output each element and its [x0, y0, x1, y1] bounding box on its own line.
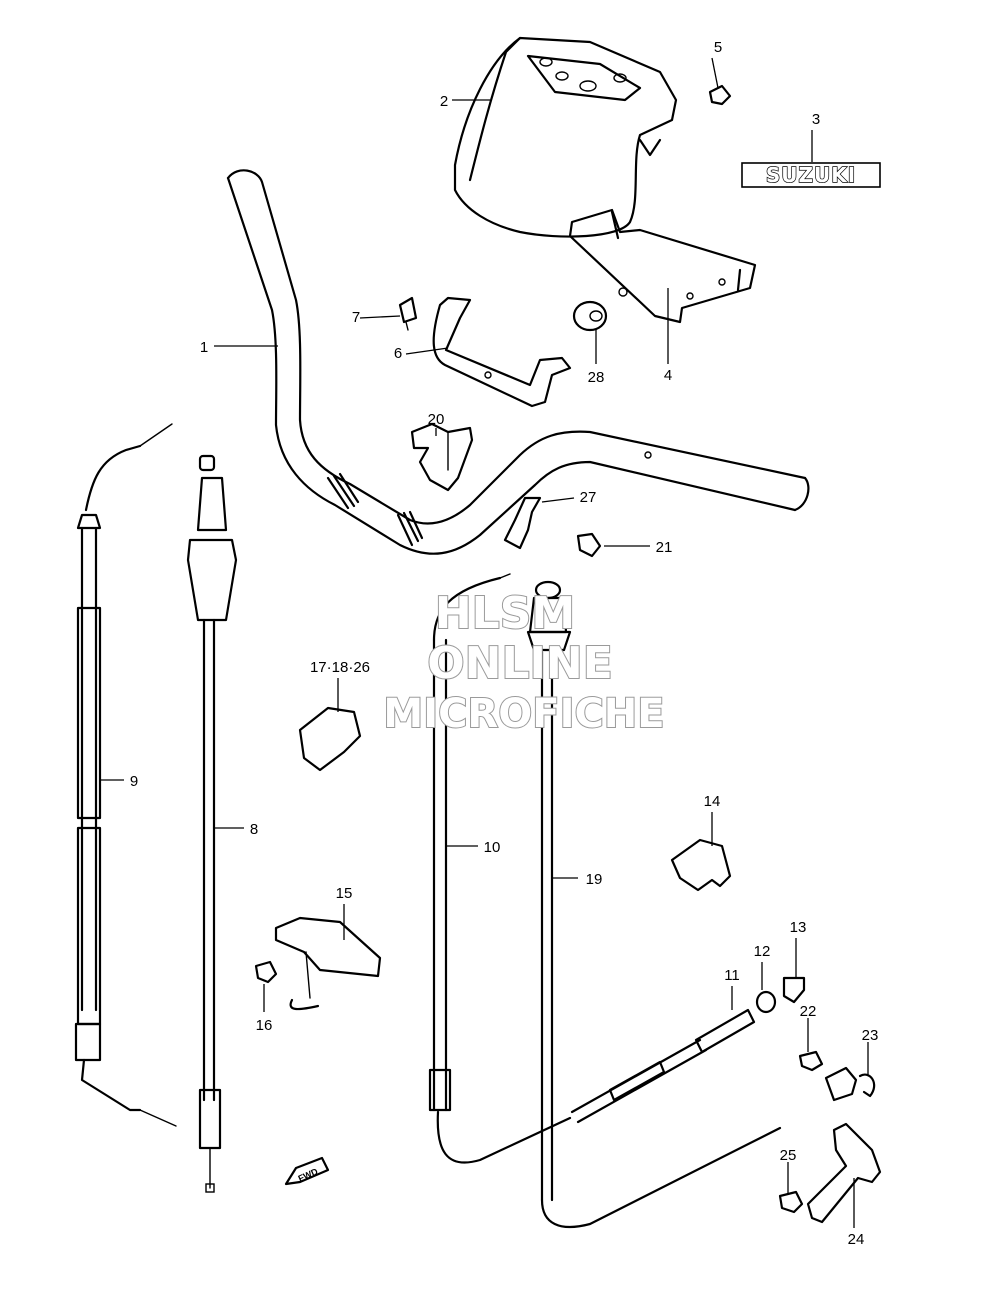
nut-5	[708, 84, 732, 106]
pin-22	[798, 1050, 824, 1072]
callout-16: 16	[256, 1017, 273, 1034]
callout-12: 12	[754, 943, 771, 960]
callout-19: 19	[586, 871, 603, 888]
callout-13: 13	[790, 919, 807, 936]
callout-10: 10	[484, 839, 501, 856]
suzuki-logo-text: SUZUKI	[766, 163, 856, 187]
cable-9	[74, 423, 177, 1127]
cable-joint	[824, 1066, 858, 1102]
callout-2: 2	[440, 93, 448, 110]
spring-cable	[570, 1008, 756, 1124]
clamp-17	[298, 706, 362, 772]
clip-23	[858, 1073, 876, 1098]
cable-guide	[274, 916, 382, 1011]
callout-17-18-26: 17·18·26	[310, 659, 370, 676]
cable-10	[428, 573, 572, 1164]
grommet	[572, 300, 608, 332]
callout-4: 4	[664, 367, 672, 384]
callout-28: 28	[588, 369, 605, 386]
callout-20: 20	[428, 411, 445, 428]
watermark: HLSM ONLINE MICROFICHE	[382, 587, 665, 738]
callout-15: 15	[336, 885, 353, 902]
callout-7: 7	[352, 309, 360, 326]
callout-24: 24	[848, 1231, 865, 1248]
collar-12	[755, 990, 777, 1014]
bolt-21	[576, 532, 602, 558]
watermark-line3: MICROFICHE	[383, 691, 664, 737]
suzuki-emblem: SUZUKI	[741, 162, 881, 188]
bolt-25	[778, 1190, 804, 1214]
callout-5: 5	[714, 39, 722, 56]
screw-7	[398, 296, 418, 331]
callout-21: 21	[656, 539, 673, 556]
choke-cable	[526, 580, 782, 1229]
fwd-arrow: FWD	[284, 1156, 330, 1186]
holder-clip	[410, 422, 474, 492]
fwd-label: FWD	[297, 1166, 320, 1184]
clamp-14	[670, 838, 732, 892]
callout-1: 1	[200, 339, 208, 356]
callout-27: 27	[580, 489, 597, 506]
watermark-line2: ONLINE	[427, 638, 613, 689]
callout-23: 23	[862, 1027, 879, 1044]
lower-bracket	[432, 296, 572, 408]
callout-25: 25	[780, 1147, 797, 1164]
callouts: 1 2 3 4 5 6 7 8 9 10 11 12 13 14 15 16 1…	[130, 39, 879, 1248]
pin-13	[782, 976, 806, 1004]
callout-22: 22	[800, 1003, 817, 1020]
cable-8	[186, 454, 238, 1193]
callout-14: 14	[704, 793, 721, 810]
lever-24	[806, 1122, 882, 1224]
callout-9: 9	[130, 773, 138, 790]
holder-27	[503, 496, 542, 550]
callout-11: 11	[724, 967, 740, 984]
callout-8: 8	[250, 821, 258, 838]
handlebar-cover	[453, 36, 678, 238]
cover-bracket	[568, 208, 757, 324]
bolt-16	[254, 960, 278, 984]
handlebar	[226, 169, 810, 555]
callout-3: 3	[812, 111, 820, 128]
callout-6: 6	[394, 345, 402, 362]
leader-lines	[100, 57, 869, 1228]
watermark-line1: HLSM	[435, 588, 575, 639]
